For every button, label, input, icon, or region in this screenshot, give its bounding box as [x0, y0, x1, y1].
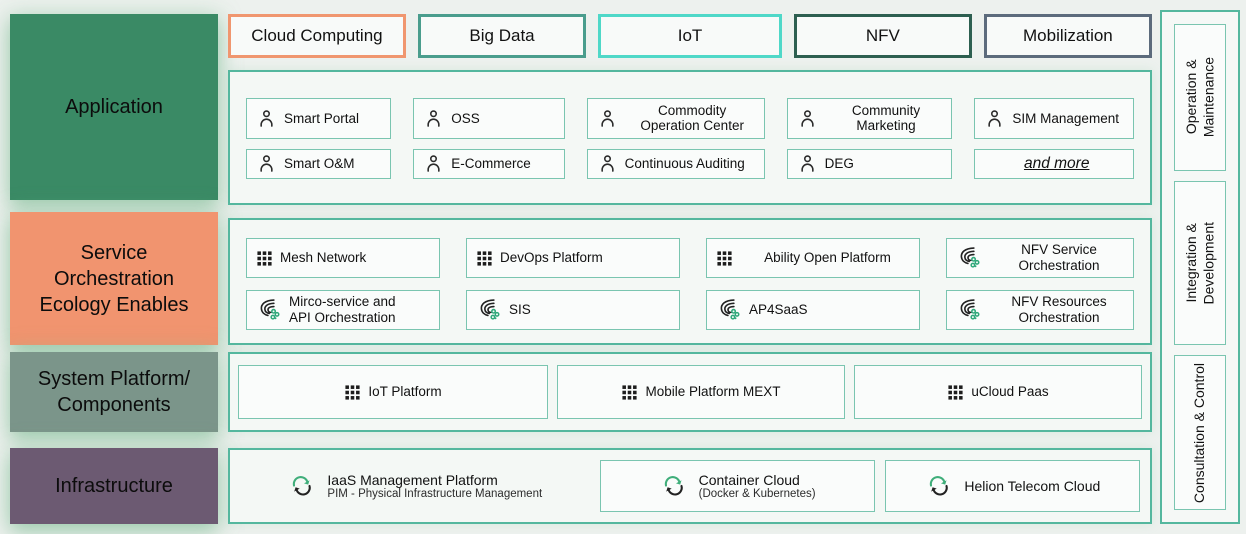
infra-item-title: Container Cloud	[698, 472, 800, 488]
infra-item-iaas-management-platform: IaaS Management Platform PIM - Physical …	[240, 460, 590, 512]
tab-nfv: NFV	[793, 14, 972, 58]
app-item-oss: OSS	[413, 98, 565, 139]
cloud-sync-icon	[659, 474, 689, 498]
orchestration-swirl-icon	[956, 245, 982, 271]
system-platform-panel: IoT Platform Mobile Platform MEXT uCloud…	[228, 352, 1152, 432]
app-item-label: OSS	[451, 110, 480, 126]
layer-label-service-orchestration: Service Orchestration Ecology Enables	[10, 212, 218, 345]
infra-item-subtitle: (Docker & Kubernetes)	[698, 488, 816, 500]
app-item-label: E-Commerce	[451, 156, 531, 171]
soee-item-label: Ability Open Platform	[764, 250, 891, 266]
layer-label-application: Application	[10, 14, 218, 200]
app-grid-icon	[344, 384, 361, 401]
soee-item-label: AP4SaaS	[749, 302, 808, 318]
infra-item-title: Helion Telecom Cloud	[964, 478, 1101, 494]
soee-item-microservice-api-orchestration: Mirco-service and API Orchestration	[246, 290, 440, 330]
app-item-sim-management: SIM Management	[974, 98, 1134, 139]
service-orchestration-panel: Mesh Network DevOps Platform Ability Ope…	[228, 218, 1152, 345]
app-item-label: Smart Portal	[284, 110, 360, 126]
right-rail: Operation & Maintenance Integration & De…	[1160, 10, 1240, 524]
orchestration-swirl-icon	[476, 297, 502, 323]
tab-cloud-computing: Cloud Computing	[228, 14, 406, 58]
app-item-deg: DEG	[786, 148, 953, 179]
app-grid-icon	[476, 250, 493, 267]
rail-item-label: Operation & Maintenance	[1182, 57, 1217, 138]
orchestration-swirl-icon	[256, 297, 282, 323]
tab-iot: IoT	[598, 14, 782, 58]
infra-item-container-cloud: Container Cloud (Docker & Kubernetes)	[599, 460, 875, 512]
cloud-sync-icon	[287, 474, 317, 498]
person-icon	[256, 153, 277, 174]
layer-label-infrastructure: Infrastructure	[10, 448, 218, 524]
person-icon	[423, 108, 444, 129]
rail-item-integration-development: Integration & Development	[1174, 180, 1226, 346]
app-item-and-more: and more	[974, 148, 1134, 179]
app-item-smart-om: Smart O&M	[246, 148, 392, 179]
soee-item-ap4saas: AP4SaaS	[706, 290, 920, 330]
rail-item-label: Consultation & Control	[1191, 362, 1208, 503]
platform-item-label: IoT Platform	[368, 384, 442, 400]
soee-item-label: Mesh Network	[280, 250, 367, 266]
soee-item-label: SIS	[509, 302, 531, 318]
soee-item-mesh-network: Mesh Network	[246, 238, 440, 278]
person-icon	[984, 108, 1005, 129]
app-grid-icon	[256, 250, 273, 267]
soee-item-nfv-service-orchestration: NFV Service Orchestration	[946, 238, 1134, 278]
rail-item-operation-maintenance: Operation & Maintenance	[1174, 24, 1226, 171]
infra-item-helion-telecom-cloud: Helion Telecom Cloud	[884, 460, 1140, 512]
person-icon	[597, 108, 618, 129]
soee-item-sis: SIS	[466, 290, 680, 330]
app-item-label: SIM Management	[1012, 110, 1119, 126]
platform-item-mobile-platform-mext: Mobile Platform MEXT	[557, 365, 845, 419]
app-item-continuous-auditing: Continuous Auditing	[586, 148, 765, 179]
soee-item-ability-open-platform: Ability Open Platform	[706, 238, 920, 278]
platform-item-ucloud-paas: uCloud Paas	[854, 365, 1142, 419]
app-item-label: Smart O&M	[284, 156, 355, 171]
domain-tabs: Cloud Computing Big Data IoT NFV Mobiliz…	[228, 14, 1153, 58]
app-grid-icon	[716, 250, 733, 267]
app-item-ecommerce: E-Commerce	[413, 148, 565, 179]
soee-item-label: NFV Service Orchestration	[1018, 242, 1100, 273]
person-icon	[256, 108, 277, 129]
app-item-label: Community Marketing	[851, 102, 921, 134]
infra-item-subtitle: PIM - Physical Infrastructure Management	[327, 488, 543, 500]
platform-item-label: Mobile Platform MEXT	[645, 384, 781, 400]
cloud-sync-icon	[924, 474, 954, 498]
tab-mobilization: Mobilization	[983, 14, 1153, 58]
platform-item-label: uCloud Paas	[971, 384, 1049, 400]
soee-item-label: NFV Resources Orchestration	[1011, 294, 1107, 325]
rail-item-consultation-control: Consultation & Control	[1174, 355, 1226, 510]
rail-item-label: Integration & Development	[1182, 221, 1217, 305]
layer-label-system-platform: System Platform/ Components	[10, 352, 218, 432]
app-item-commodity-operation-center: Commodity Operation Center	[586, 98, 765, 139]
tab-big-data: Big Data	[417, 14, 587, 58]
soee-item-label: DevOps Platform	[500, 250, 603, 266]
app-grid-icon	[947, 384, 964, 401]
person-icon	[797, 108, 818, 129]
application-panel: Smart Portal OSS Commodity Operation Cen…	[228, 70, 1152, 205]
platform-item-iot-platform: IoT Platform	[238, 365, 548, 419]
soee-item-devops-platform: DevOps Platform	[466, 238, 680, 278]
infrastructure-panel: IaaS Management Platform PIM - Physical …	[228, 448, 1152, 524]
app-grid-icon	[621, 384, 638, 401]
orchestration-swirl-icon	[716, 297, 742, 323]
app-item-smart-portal: Smart Portal	[246, 98, 392, 139]
infra-item-title: IaaS Management Platform	[327, 472, 498, 488]
app-item-label: DEG	[824, 156, 854, 171]
app-item-community-marketing: Community Marketing	[786, 98, 953, 139]
soee-item-nfv-resources-orchestration: NFV Resources Orchestration	[946, 290, 1134, 330]
person-icon	[597, 153, 618, 174]
and-more-label: and more	[1023, 154, 1090, 172]
soee-item-label: Mirco-service and API Orchestration	[289, 294, 396, 325]
orchestration-swirl-icon	[956, 297, 982, 323]
person-icon	[797, 153, 818, 174]
person-icon	[423, 153, 444, 174]
app-item-label: Commodity Operation Center	[640, 102, 744, 134]
app-item-label: Continuous Auditing	[624, 156, 745, 171]
